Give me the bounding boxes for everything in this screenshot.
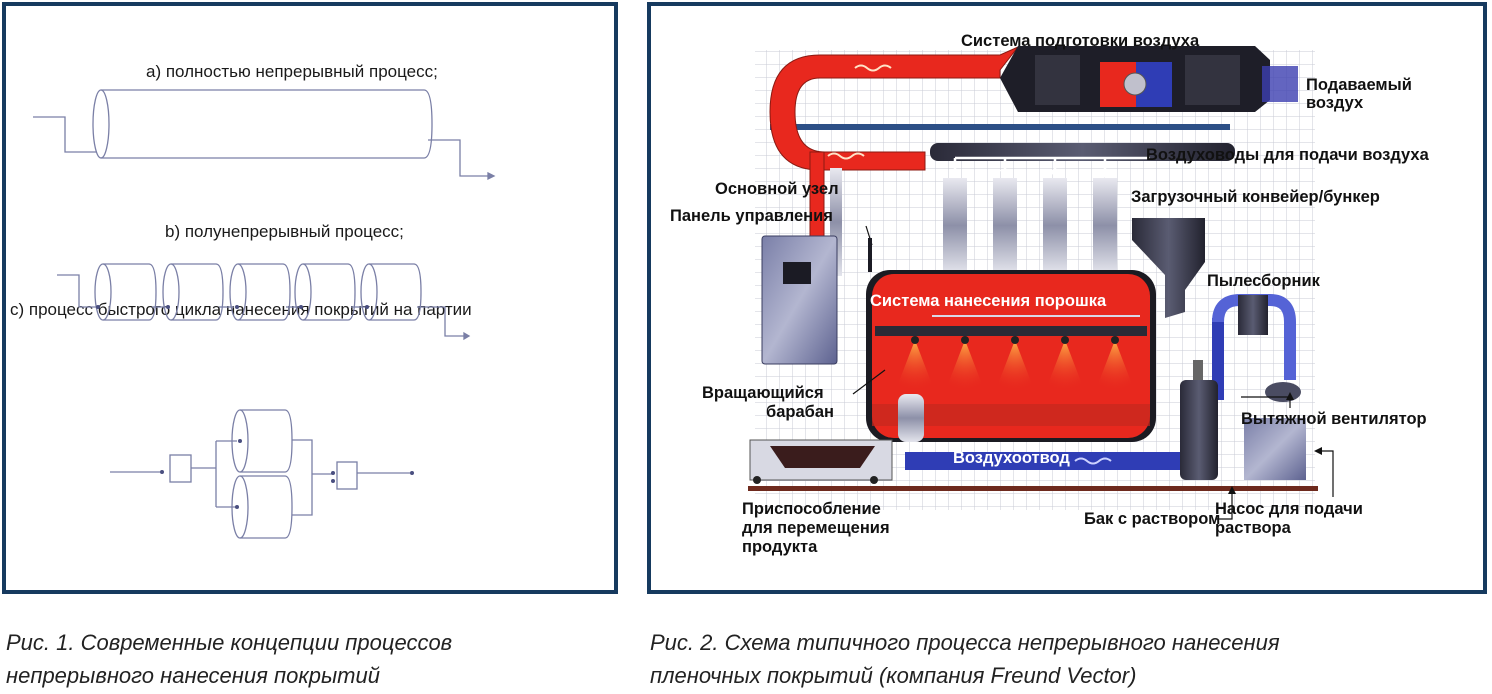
exhaust-fan-housing — [1265, 382, 1301, 402]
figure-2-caption-line-2: пленочных покрытий (компания Freund Vect… — [650, 663, 1137, 688]
label-product-transfer-line-1: Приспособление — [742, 500, 881, 518]
label-control-panel: Панель управления — [670, 207, 833, 225]
label-main-unit: Основной узел — [715, 180, 839, 198]
cylinder-unit — [162, 263, 224, 321]
label-exhaust-duct: Воздухоотвод — [953, 449, 1070, 467]
air-handling-unit — [1000, 46, 1298, 112]
loading-hopper — [1132, 218, 1205, 318]
support-rail — [770, 124, 1230, 130]
label-rotating-drum-line-2: барабан — [766, 403, 834, 421]
cylinder-unit — [94, 263, 157, 321]
label-powder-system: Система нанесения порошка — [870, 292, 1107, 310]
label-product-transfer-line-2: для перемещения — [742, 519, 890, 537]
label-rotating-drum-line-1: Вращающийся — [702, 384, 824, 402]
inlet-line — [33, 116, 97, 153]
bellows-ducts — [830, 168, 1117, 276]
exhaust-air-duct — [905, 452, 1195, 470]
label-dust-collector: Пылесборник — [1207, 272, 1320, 290]
batch-drum-bottom — [231, 475, 293, 539]
semi-continuous-process-diagram — [57, 263, 471, 341]
figure-1-caption-line-2: непрерывного нанесения покрытий — [6, 663, 380, 688]
floor-rail — [748, 486, 1318, 491]
label-exhaust-fan: Вытяжной вентилятор — [1241, 410, 1427, 428]
pump-cabinet — [1244, 418, 1306, 480]
cylinder-unit — [294, 263, 356, 321]
figure-2-caption-line-1: Рис. 2. Схема типичного процесса непреры… — [650, 630, 1280, 655]
air-supply-arrows — [953, 156, 1150, 172]
cylinder-body — [101, 89, 433, 159]
product-transfer-cart — [749, 439, 893, 484]
figure-1-diagrams — [33, 89, 496, 539]
label-pump-line-1: Насос для подачи — [1215, 500, 1363, 518]
continuous-process-diagram — [33, 89, 496, 181]
figure-1-caption: Рис. 1. Современные концепции процессов … — [6, 626, 606, 692]
figure-2-illustration — [748, 46, 1334, 520]
air-supply-manifold — [930, 143, 1235, 161]
panel-a-label: а) полностью непрерывный процесс; — [146, 62, 438, 81]
label-pump-line-2: раствора — [1215, 519, 1291, 537]
label-loading-conveyor: Загрузочный конвейер/бункер — [1131, 188, 1380, 206]
control-screen — [783, 262, 811, 284]
batch-collect-box — [336, 461, 358, 490]
outlet-arrow — [487, 171, 496, 181]
figure-2-caption: Рис. 2. Схема типичного процесса непреры… — [650, 626, 1470, 692]
solution-tank — [1180, 380, 1218, 480]
panel-b-label: b) полунепрерывный процесс; — [165, 222, 404, 241]
figure-1-caption-line-1: Рис. 1. Современные концепции процессов — [6, 630, 453, 655]
cylinder-unit — [360, 263, 422, 321]
figure-1-frame — [2, 2, 618, 594]
outlet-line — [428, 139, 488, 177]
dust-collector — [1238, 295, 1268, 335]
cylinder-unit — [229, 263, 291, 321]
label-supply-air-line-1: Подаваемый — [1306, 76, 1412, 94]
batch-drum-top — [231, 409, 293, 473]
rapid-batch-process-diagram — [110, 409, 414, 539]
control-cabinet — [761, 235, 838, 365]
label-product-transfer-line-3: продукта — [742, 538, 818, 556]
label-air-handling-system: Система подготовки воздуха — [961, 32, 1200, 50]
fan-wheel — [1123, 72, 1147, 96]
panel-c-label: c) процесс быстрого цикла нанесения покр… — [10, 300, 472, 319]
supply-air-inlet — [1262, 66, 1298, 102]
coating-drum — [866, 270, 1156, 442]
label-solution-tank: Бак с раствором — [1084, 510, 1221, 528]
label-air-ducts: Воздуховоды для подачи воздуха — [1146, 146, 1429, 164]
label-supply-air-line-2: воздух — [1306, 94, 1364, 112]
